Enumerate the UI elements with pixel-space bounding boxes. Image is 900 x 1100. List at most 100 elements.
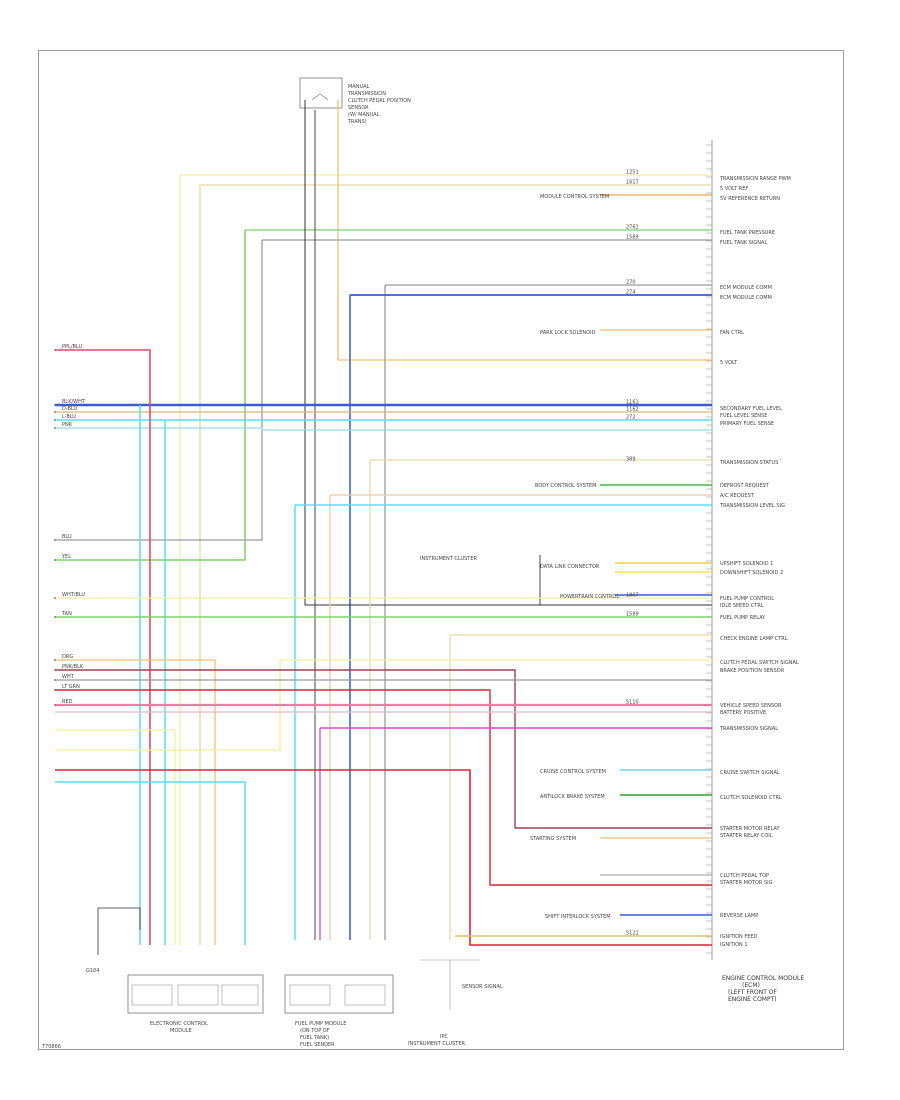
ecm-pin-label: STARTER RELAY COIL xyxy=(720,833,773,839)
clutch-sensor-label-4: SENSOR xyxy=(348,105,369,111)
ecm-pin-label: PRIMARY FUEL SENSE xyxy=(720,421,774,427)
side-note-8: ANTILOCK BRAKE SYSTEM xyxy=(540,794,605,800)
side-note-5: DATA LINK CONNECTOR xyxy=(540,564,600,570)
ecm-pin-label: FUEL LEVEL SENSE xyxy=(720,413,767,419)
ecm-pin-label: 5V REFERENCE RETURN xyxy=(720,196,780,202)
ecm-pin-label: SECONDARY FUEL LEVEL xyxy=(720,406,782,412)
left-wire-label: BLK/WHT xyxy=(62,399,86,405)
left-wire-label: TAN xyxy=(61,611,72,617)
left-wire-label: PNK xyxy=(62,422,73,428)
wire-end-dot xyxy=(54,404,56,406)
circuit-id-tag: 1251 xyxy=(626,170,639,176)
ecm-pin-label: FUEL TANK PRESSURE xyxy=(720,230,775,236)
figure-id: T70866 xyxy=(41,1044,61,1050)
circuit-id-tag: 274 xyxy=(626,290,636,296)
ecm-pin-label: FUEL TANK SIGNAL xyxy=(720,240,767,246)
side-note-10: SHIFT INTERLOCK SYSTEM xyxy=(545,914,611,920)
clutch-pedal-sensor: MANUAL TRANSMISSION CLUTCH PEDAL POSITIO… xyxy=(299,77,411,125)
ground-g104: G104 xyxy=(86,907,141,974)
clutch-sensor-label-2: TRANSMISSION xyxy=(347,91,386,97)
cluster-label-2: INSTRUMENT CLUSTER xyxy=(408,1041,466,1047)
ecm-pin-label: TRANSMISSION SIGNAL xyxy=(719,726,778,732)
ecm-pin-label: TRANSMISSION LEVEL SIG xyxy=(719,503,785,509)
left-wire-label: BLU xyxy=(62,534,72,540)
side-note-7: CRUISE CONTROL SYSTEM xyxy=(540,769,606,775)
wire-orange-top xyxy=(337,100,712,361)
ecm-pin-label: CLUTCH PEDAL SWITCH SIGNAL xyxy=(720,660,799,666)
wire-end-dot xyxy=(54,427,56,429)
circuit-id-tag: 389 xyxy=(626,457,636,463)
wire-end-dot xyxy=(54,559,56,561)
ecm-pin-label: IDLE SPEED CTRL xyxy=(720,603,764,609)
left-wire-label: D-BLU xyxy=(62,406,77,412)
left-wire-label: WHT/BLU xyxy=(62,592,85,598)
ecm-pin-label: CHECK ENGINE LAMP CTRL xyxy=(720,636,788,642)
instrument-cluster: IPC INSTRUMENT CLUSTER SENSOR SIGNAL xyxy=(408,959,503,1047)
left-wire-label: L-BLU xyxy=(62,414,76,420)
clutch-sensor-label-3: CLUTCH PEDAL POSITION xyxy=(348,98,411,104)
wire-end-dot xyxy=(54,597,56,599)
side-note-4: INSTRUMENT CLUSTER xyxy=(420,556,478,562)
circuit-id-tag: 5121 xyxy=(626,931,639,937)
circuit-id-tag: 272 xyxy=(626,415,636,421)
ecm-pin-label: VEHICLE SPEED SENSOR xyxy=(720,703,782,709)
left-wire-label: PNK/BLK xyxy=(62,664,84,670)
fuel-pump-module: FUEL PUMP MODULE (ON TOP OF FUEL TANK) F… xyxy=(284,974,394,1048)
trans-module-label-1: ELECTRONIC CONTROL xyxy=(150,1021,208,1027)
ecm-label-1: ENGINE CONTROL MODULE xyxy=(722,975,804,982)
ecm-pin-label: UPSHIFT SOLENOID 1 xyxy=(720,561,773,567)
ecm-pin-label: FUEL PUMP CONTROL xyxy=(720,596,774,602)
clutch-sensor-label-1: MANUAL xyxy=(348,84,370,90)
side-notes: MODULE CONTROL SYSTEM PARK LOCK SOLENOID… xyxy=(420,194,619,920)
wire-end-dot xyxy=(54,679,56,681)
ecm-pin-label: REVERSE LAMP xyxy=(720,913,758,919)
circuit-id-tag: 1161 xyxy=(626,400,639,406)
wire-end-dot xyxy=(54,349,56,351)
wire-end-dot xyxy=(54,539,56,541)
circuit-id-tag: 1162 xyxy=(626,407,639,413)
circuit-id-tag: 2761 xyxy=(626,225,639,231)
fuel-module-label-1: FUEL PUMP MODULE xyxy=(295,1021,346,1027)
wire-end-dot xyxy=(54,659,56,661)
wire-end-dot xyxy=(54,669,56,671)
cluster-label-1: IPC xyxy=(440,1034,448,1040)
wire-end-dot xyxy=(54,419,56,421)
ecm-label-4: ENGINE COMPT) xyxy=(728,996,777,1003)
circuit-id-tag: 270 xyxy=(626,280,636,286)
circuit-id-tag: 1807 xyxy=(626,593,639,599)
left-wire-label: ORG xyxy=(62,654,73,660)
ecm-pin-label: BATTERY POSITIVE xyxy=(720,710,766,716)
left-wire-labels: PPL/BLUBLK/WHTD-BLUL-BLUPNKBLUYELWHT/BLU… xyxy=(54,344,86,706)
wire-dark-sensor xyxy=(304,100,712,606)
ecm-pin-label: TRANSMISSION RANGE PWM xyxy=(719,176,791,182)
ecm-pin-label: STARTER MOTOR SIG xyxy=(720,880,773,886)
ecm-pin-label: A/C REQUEST xyxy=(720,493,755,499)
wire-end-dot xyxy=(54,616,56,618)
wire-end-dot xyxy=(54,689,56,691)
circuit-id-tag: 1617 xyxy=(626,180,639,186)
ecm-pin-label: ECM MODULE COMM xyxy=(720,295,772,301)
circuit-id-tag: 1589 xyxy=(626,235,639,241)
left-wire-label: RED xyxy=(62,699,73,705)
side-note-6: POWERTRAIN CONTROL xyxy=(560,594,619,600)
ecm-pin-label: DEFROST REQUEST xyxy=(720,483,770,489)
wire-end-dot xyxy=(54,704,56,706)
clutch-sensor-label-5: (W/ MANUAL xyxy=(348,112,380,118)
wire-end-dot xyxy=(54,411,56,413)
side-note-9: STARTING SYSTEM xyxy=(530,836,576,842)
ecm-pin-label: IGNITION FEED xyxy=(720,934,758,940)
ecm-pin-label: BRAKE POSITION SENSOR xyxy=(720,668,785,674)
ecm-pin-label: FAN CTRL xyxy=(720,330,744,336)
ecm-label-3: (LEFT FRONT OF xyxy=(728,989,778,996)
ecm-pin-label: FUEL PUMP RELAY xyxy=(720,615,766,621)
circuit-id-tag: 5110 xyxy=(626,700,639,706)
fuel-module-label-3: FUEL TANK) xyxy=(300,1035,329,1041)
wire-red-left xyxy=(55,349,151,945)
side-note-3: BODY CONTROL SYSTEM xyxy=(535,483,596,489)
ecm-pin-label: TRANSMISSION STATUS xyxy=(719,460,778,466)
transmission-module: ELECTRONIC CONTROL MODULE xyxy=(127,974,264,1034)
side-note-1: MODULE CONTROL SYSTEM xyxy=(540,194,609,200)
left-wire-label: WHT xyxy=(62,674,75,680)
ecm-pin-label: CRUISE SWITCH SIGNAL xyxy=(720,770,780,776)
